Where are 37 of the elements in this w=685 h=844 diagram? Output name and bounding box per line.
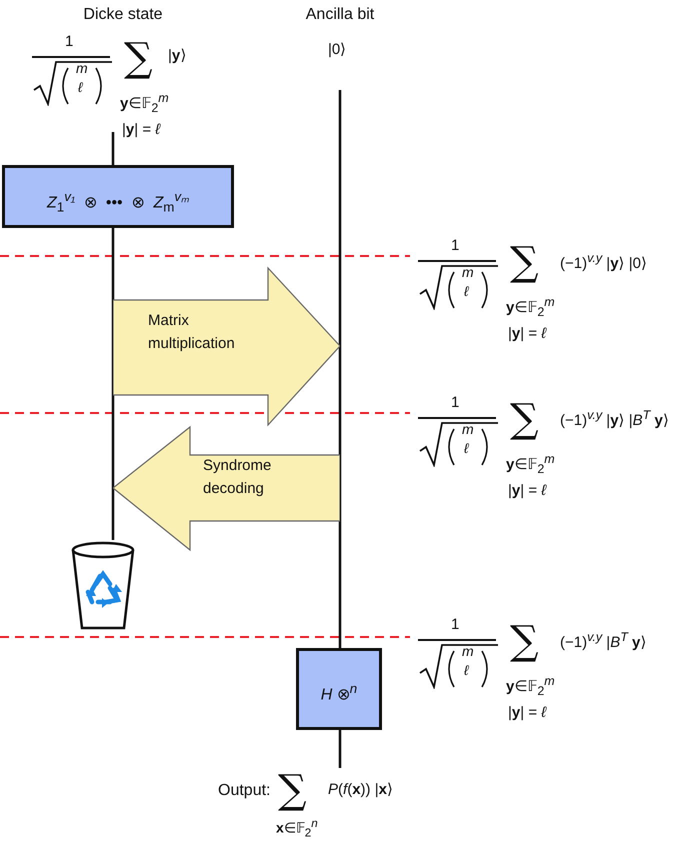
state-expression: P(f(x)) |x⟩ bbox=[328, 782, 393, 798]
numerator: 1 bbox=[451, 617, 460, 634]
binomial-top: m bbox=[462, 265, 474, 280]
output-label: Output: bbox=[218, 782, 270, 800]
binomial-bottom: ℓ bbox=[78, 80, 83, 96]
panel-label: Matrix multiplication bbox=[148, 311, 236, 354]
numerator: 1 bbox=[451, 238, 460, 254]
sum-sign: ∑ bbox=[510, 242, 539, 282]
state-expression: |0⟩ bbox=[328, 42, 346, 58]
wire bbox=[338, 730, 342, 768]
binomial-bottom: ℓ bbox=[464, 663, 469, 678]
binomial-bottom: ℓ bbox=[464, 441, 469, 456]
wire bbox=[338, 90, 342, 648]
wire bbox=[112, 228, 114, 540]
panel-label: Syndrome decoding bbox=[203, 456, 272, 498]
sum-condition: |y| = ℓ bbox=[508, 326, 546, 342]
binomial-top: m bbox=[76, 61, 88, 76]
binomial-top: m bbox=[462, 422, 474, 438]
sum-sign: ∑ bbox=[124, 38, 153, 78]
sum-sign: ∑ bbox=[278, 770, 307, 810]
numerator: 1 bbox=[65, 34, 74, 50]
sum-sign: ∑ bbox=[510, 621, 539, 661]
binomial-top: m bbox=[462, 644, 474, 660]
wire bbox=[112, 132, 114, 165]
state-expression: (−1)$^{v.y}$ |y⟩ |B$^{T}$ y⟩ bbox=[560, 409, 669, 430]
sum-condition: |y| = ℓ bbox=[122, 122, 160, 138]
numerator: 1 bbox=[451, 395, 460, 412]
sum-sign: ∑ bbox=[510, 399, 539, 439]
sum-condition: |y| = ℓ bbox=[508, 483, 546, 500]
column-heading: Ancilla bit bbox=[304, 6, 376, 24]
column-heading: Dicke state bbox=[82, 6, 164, 24]
sum-condition: |y| = ℓ bbox=[508, 705, 546, 722]
operator-box: H ⊗$^{n}$ bbox=[296, 648, 382, 730]
state-expression: |y⟩ bbox=[168, 48, 186, 64]
binomial-bottom: ℓ bbox=[464, 284, 469, 300]
state-expression: (−1)$^{v.y}$ |B$^{T}$ y⟩ bbox=[560, 631, 646, 652]
state-expression: (−1)$^{v.y}$ |y⟩ |0⟩ bbox=[560, 252, 647, 272]
